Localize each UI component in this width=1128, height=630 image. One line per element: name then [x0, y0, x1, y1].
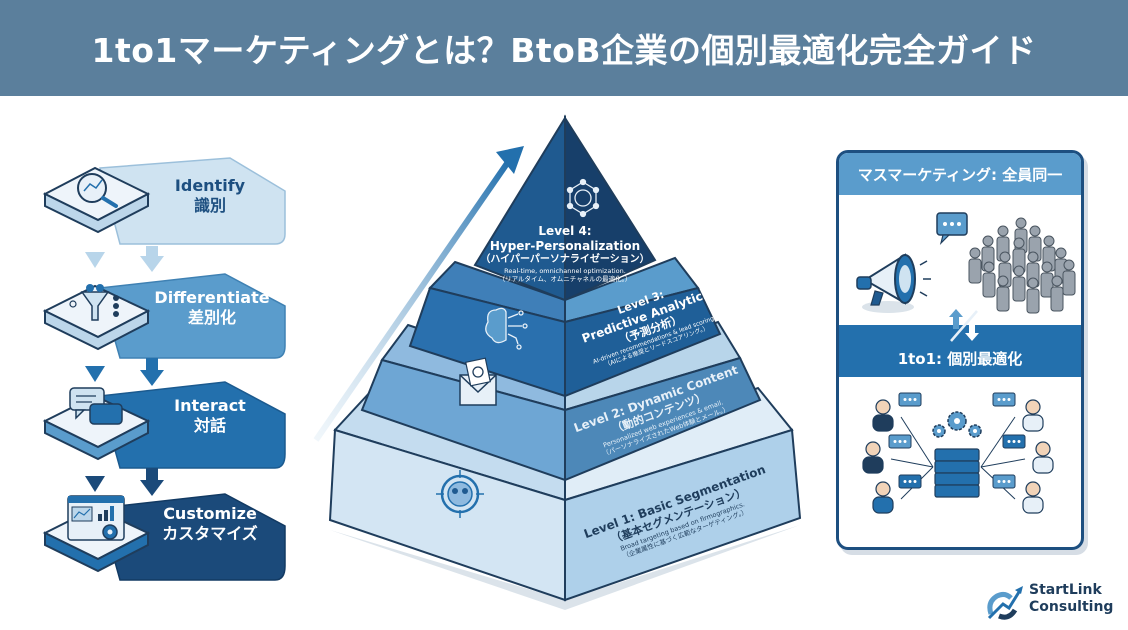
person-icon — [996, 275, 1010, 312]
person-icon — [1026, 277, 1040, 314]
arrow-down-icon — [140, 468, 164, 496]
arrow-down-icon — [85, 476, 105, 492]
connection-arrow — [900, 416, 934, 468]
step-label-interact: Interact 対話 — [174, 396, 246, 435]
chat-bubble-icon — [992, 474, 1016, 489]
arrow-down-icon — [85, 252, 105, 268]
connection-arrow — [980, 458, 1026, 468]
person-body-icon — [862, 456, 884, 474]
flow-step-differentiate — [42, 273, 286, 359]
chat-bubble-icon — [898, 392, 922, 407]
flow-graphic — [42, 157, 286, 581]
pyramid-graphic — [313, 114, 802, 610]
person-icon — [982, 261, 996, 298]
startlink-logo-icon — [987, 586, 1023, 620]
step-label-customize: Customize カスタマイズ — [162, 504, 258, 543]
person-head-icon — [875, 481, 891, 497]
connection-arrow — [980, 416, 1016, 468]
server-icon — [934, 448, 980, 498]
server-network-people-icon — [862, 392, 1054, 514]
person-icon — [1040, 261, 1054, 298]
person-head-icon — [1025, 399, 1041, 415]
person-body-icon — [872, 414, 894, 432]
company-logo: StartLink Consulting — [985, 582, 1125, 622]
flow-step-identify — [42, 157, 286, 245]
person-body-icon — [1022, 496, 1044, 514]
pyramid-level-3 — [408, 256, 722, 398]
person-icon — [968, 247, 982, 284]
person-body-icon — [872, 496, 894, 514]
logo-subtitle: Consulting — [1029, 599, 1114, 615]
page-title: 1to1マーケティングとは？BtoB企業の個別最適化完全ガイド — [91, 31, 1037, 70]
step-label-differentiate: Differentiate 差別化 — [154, 288, 270, 327]
person-head-icon — [1025, 481, 1041, 497]
one-to-one-illustration — [843, 377, 1077, 543]
ai-brain-icon — [485, 307, 528, 350]
chat-bubble-icon — [992, 392, 1016, 407]
magnifier-chart-icon — [42, 166, 151, 234]
flow-step-customize — [42, 493, 286, 581]
arrow-down-icon — [140, 246, 164, 272]
chat-bubble-icon — [1002, 434, 1026, 449]
pyramid-level-4 — [473, 114, 657, 302]
megaphone-crowd-icon — [856, 212, 968, 313]
not-equal-arrows-icon — [949, 309, 979, 342]
person-icon — [1012, 265, 1026, 302]
dashboard-gear-icon — [42, 495, 151, 573]
step-label-identify: Identify 識別 — [174, 176, 246, 215]
arrow-down-icon — [140, 358, 164, 386]
comparison-panel: マスマーケティング: 全員同一 1to1: 個別最適化 — [836, 150, 1084, 550]
level-4-label: Level 4: Hyper-Personalization （ハイパーパーソナ… — [480, 224, 650, 283]
chat-bubble-icon — [888, 434, 912, 449]
flow-step-interact — [42, 381, 286, 469]
person-icon — [1062, 259, 1076, 296]
person-head-icon — [865, 441, 881, 457]
one-to-one-header: 1to1: 個別最適化 — [839, 309, 1081, 377]
email-at-icon — [459, 357, 497, 406]
person-icon — [1050, 275, 1064, 312]
connection-arrow — [890, 458, 934, 468]
crowd-icon — [968, 217, 1076, 314]
mass-marketing-illustration — [843, 195, 1077, 325]
growth-arrow-icon — [313, 146, 524, 442]
network-globe-icon — [566, 178, 600, 218]
person-body-icon — [1032, 456, 1054, 474]
logo-name: StartLink — [1029, 582, 1102, 598]
person-head-icon — [1035, 441, 1051, 457]
chat-bubbles-icon — [42, 387, 151, 461]
person-body-icon — [1022, 414, 1044, 432]
personalization-pyramid: Level 4: Hyper-Personalization （ハイパーパーソナ… — [300, 100, 820, 620]
mass-marketing-header: マスマーケティング: 全員同一 — [839, 153, 1081, 195]
chat-bubble-icon — [898, 474, 922, 489]
process-flow: Identify 識別 Differentiate 差別化 Interact 対… — [0, 96, 320, 630]
person-head-icon — [875, 399, 891, 415]
header-banner: 1to1マーケティングとは？BtoB企業の個別最適化完全ガイド — [0, 0, 1128, 96]
pyramid-level-1 — [328, 386, 802, 602]
funnel-people-icon — [42, 284, 151, 351]
arrow-down-icon — [85, 366, 105, 382]
target-group-icon — [436, 470, 484, 518]
